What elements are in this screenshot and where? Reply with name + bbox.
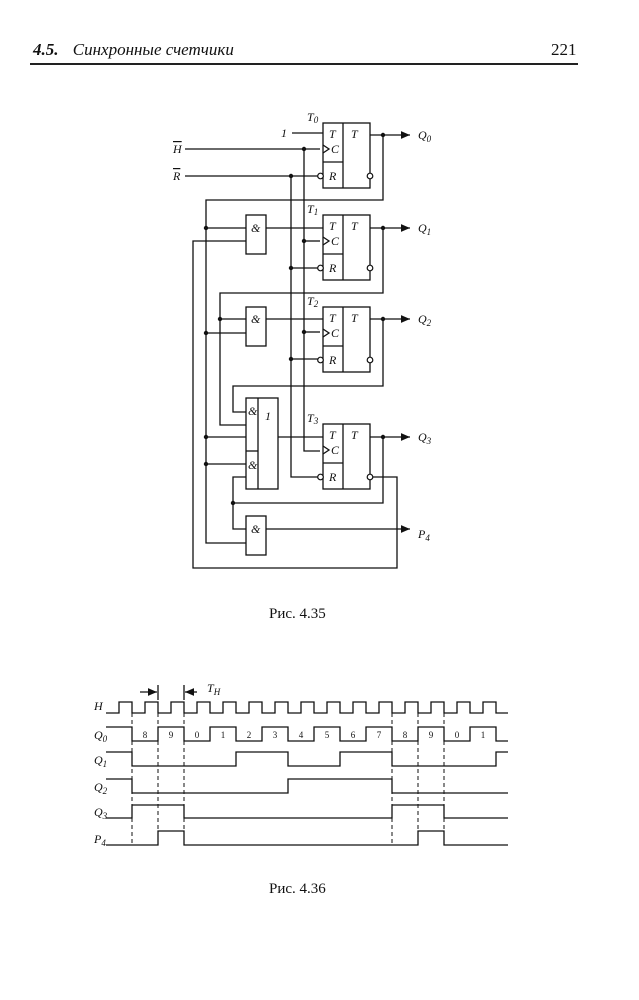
waveform-p4 (106, 830, 508, 846)
figure-4-35-caption: Рис. 4.35 (269, 606, 326, 622)
count-value: 4 (299, 730, 304, 740)
clock-input-label: H (172, 142, 183, 156)
count-value: 8 (403, 730, 408, 740)
t-flipflop-2: TCR T T2 (307, 294, 374, 373)
count-value: 1 (221, 730, 226, 740)
t-flipflop-0: TCR T T0 (307, 110, 374, 189)
svg-text:&: & (251, 522, 261, 536)
junction-dots (203, 132, 386, 506)
svg-text:T: T (329, 311, 337, 325)
clock-waveform (106, 701, 508, 714)
svg-text:&: & (248, 404, 258, 418)
clock-edge-icon (322, 236, 331, 246)
svg-text:&: & (251, 312, 261, 326)
count-value: 0 (195, 730, 200, 740)
section-number: 4.5. (33, 40, 59, 59)
count-value: 7 (377, 730, 382, 740)
svg-text:C: C (331, 326, 340, 340)
count-value: 8 (143, 730, 148, 740)
svg-text:&: & (248, 458, 258, 472)
inversion-bubble-icon (317, 264, 324, 272)
section-title: Синхронные счетчики (72, 40, 234, 59)
signal-label: Q0 (94, 728, 108, 744)
inversion-bubble-icon (366, 172, 374, 180)
output-label: Q1 (418, 221, 431, 237)
period-marker: TH (140, 681, 221, 700)
clock-edge-icon (322, 144, 331, 154)
page-number: 221 (551, 40, 577, 59)
svg-text:T: T (329, 219, 337, 233)
count-value: 9 (429, 730, 434, 740)
period-label: TH (207, 681, 221, 697)
clock-edge-icon (322, 328, 331, 338)
flipflop-label: T1 (307, 202, 318, 217)
inversion-bubble-icon (317, 473, 324, 481)
inversion-bubble-icon (366, 473, 374, 481)
signal-label: Q1 (94, 753, 107, 769)
flipflop-label: T3 (307, 411, 319, 426)
svg-text:T: T (329, 127, 337, 141)
t-flipflop-1: TCR T T1 (307, 202, 374, 281)
signal-label: P4 (93, 832, 106, 848)
and-gate-p4: & (245, 515, 267, 556)
figure-4-36-caption: Рис. 4.36 (269, 881, 326, 897)
svg-text:T: T (351, 219, 359, 233)
t-flipflop-3: TCR T T3 (307, 411, 374, 490)
count-value: 2 (247, 730, 252, 740)
svg-text:T: T (351, 428, 359, 442)
count-value: 1 (481, 730, 486, 740)
clock-signal-label: H (93, 699, 104, 713)
count-value: 0 (455, 730, 460, 740)
constant-one-label: 1 (281, 126, 287, 140)
count-value: 3 (273, 730, 278, 740)
svg-text:1: 1 (265, 409, 271, 423)
clock-edge-icon (322, 445, 331, 455)
count-value: 6 (351, 730, 356, 740)
output-label: P4 (417, 527, 430, 543)
and-gate-2: & (245, 306, 267, 347)
svg-text:R: R (328, 470, 337, 484)
count-value: 9 (169, 730, 174, 740)
svg-text:R: R (328, 169, 337, 183)
svg-text:C: C (331, 234, 340, 248)
svg-text:&: & (251, 221, 261, 235)
inversion-bubble-icon (317, 172, 324, 180)
reset-input-label: R (172, 169, 181, 183)
svg-text:R: R (328, 353, 337, 367)
signal-label: Q3 (94, 805, 108, 821)
and-or-gate: & 1 & (245, 397, 279, 490)
inversion-bubble-icon (317, 356, 324, 364)
output-label: Q0 (418, 128, 432, 144)
and-gate-1: & (245, 214, 267, 255)
flipflop-label: T2 (307, 294, 319, 309)
waveform-q3 (106, 804, 508, 819)
count-value: 5 (325, 730, 330, 740)
inversion-bubble-icon (366, 264, 374, 272)
running-header: 4.5. Синхронные счетчики (33, 40, 234, 60)
svg-text:T: T (351, 311, 359, 325)
output-label: Q2 (418, 312, 432, 328)
output-label: Q3 (418, 430, 432, 446)
waveform-q2 (106, 778, 508, 794)
waveform-q0 (106, 726, 508, 742)
inversion-bubble-icon (366, 356, 374, 364)
signal-label: Q2 (94, 780, 108, 796)
svg-text:R: R (328, 261, 337, 275)
svg-text:C: C (331, 142, 340, 156)
flipflop-label: T0 (307, 110, 319, 125)
header-rule (30, 63, 578, 65)
svg-text:C: C (331, 443, 340, 457)
waveform-q1 (106, 751, 508, 767)
svg-text:T: T (329, 428, 337, 442)
svg-text:T: T (351, 127, 359, 141)
